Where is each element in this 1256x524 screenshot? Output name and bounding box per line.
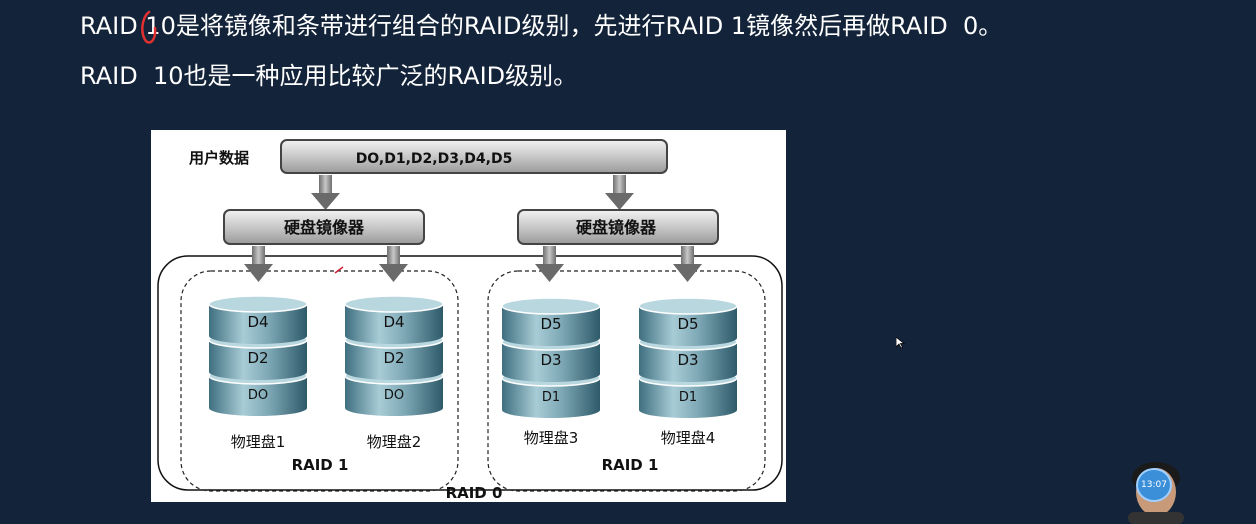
data-stream-label: DO,D1,D2,D3,D4,D5 [356, 151, 513, 167]
arrow-icon-disk1 [244, 246, 273, 282]
disk-segment [502, 342, 600, 382]
raid10-diagram: 用户数据 DO,D1,D2,D3,D4,D5 硬盘镜像器 硬盘镜像器 [151, 130, 786, 502]
raid1-group-right [487, 270, 766, 492]
disk-block-label: D2 [383, 349, 404, 367]
disk-block-label: D5 [540, 315, 561, 333]
disk-mirror-left-label: 硬盘镜像器 [284, 218, 365, 237]
stray-pen-mark [334, 266, 344, 274]
physical-disk-label: 物理盘4 [661, 429, 716, 447]
disk-block-label: D5 [677, 315, 698, 333]
disk-mirror-right [517, 209, 719, 245]
disk-segment [345, 304, 443, 344]
physical-disk-label: 物理盘2 [367, 433, 422, 451]
disk-block-label: D4 [383, 313, 404, 331]
raid1-left-label: RAID 1 [292, 456, 349, 474]
physical-disk-label: 物理盘3 [524, 429, 579, 447]
red-pen-annotation [141, 10, 157, 44]
disk-segment [502, 306, 600, 346]
arrow-icon-disk2 [379, 246, 408, 282]
disk-segment-top [344, 295, 444, 313]
physical-disk-label: 物理盘1 [231, 433, 286, 451]
disk-segment [209, 376, 307, 416]
disk-block-label: D2 [247, 349, 268, 367]
disk-cylinder-1: DO D2 D4 物理盘1 [208, 295, 308, 451]
disk-segment [209, 340, 307, 380]
disk-block-label: D1 [542, 390, 560, 405]
disk-cylinder-2: DO D2 D4 物理盘2 [344, 295, 444, 451]
disk-mirror-left [223, 209, 425, 245]
slide-text-line-2: RAID 10也是一种应用比较广泛的RAID级别。 [80, 62, 578, 90]
disk-segment [502, 378, 600, 418]
arrow-icon-data-right [605, 175, 634, 210]
disk-segment [639, 378, 737, 418]
arrow-icon-data-left [311, 175, 340, 210]
slide-text-line-1: RAID 10是将镜像和条带进行组合的RAID级别，先进行RAID 1镜像然后再… [80, 12, 1003, 40]
arrow-icon-disk3 [535, 246, 564, 282]
disk-mirror-right-label: 硬盘镜像器 [576, 218, 657, 237]
disk-block-label: D1 [679, 390, 697, 405]
disk-segment-top [208, 295, 308, 313]
raid0-label: RAID 0 [446, 484, 503, 502]
raid1-group-left [180, 270, 459, 492]
disk-cylinder-3: D1 D3 D5 物理盘3 [501, 297, 601, 447]
disk-segment [639, 306, 737, 346]
disk-block-label: D3 [677, 351, 698, 369]
disk-segment [209, 304, 307, 344]
mouse-cursor-icon [896, 337, 906, 349]
data-stream-bar [280, 139, 668, 174]
timer-badge: 13:07 [1136, 468, 1172, 502]
raid1-right-label: RAID 1 [602, 456, 659, 474]
raid0-group-box [157, 255, 783, 491]
disk-segment [345, 340, 443, 380]
disk-segment [345, 376, 443, 416]
disk-segment-top [638, 297, 738, 315]
disk-cylinder-4: D1 D3 D5 物理盘4 [638, 297, 738, 447]
arrow-icon-disk4 [673, 246, 702, 282]
disk-block-label: DO [384, 388, 404, 403]
disk-segment [639, 342, 737, 382]
disk-segment-top [501, 297, 601, 315]
user-data-label: 用户数据 [189, 149, 249, 167]
disk-block-label: D3 [540, 351, 561, 369]
disk-block-label: DO [248, 388, 268, 403]
disk-block-label: D4 [247, 313, 268, 331]
